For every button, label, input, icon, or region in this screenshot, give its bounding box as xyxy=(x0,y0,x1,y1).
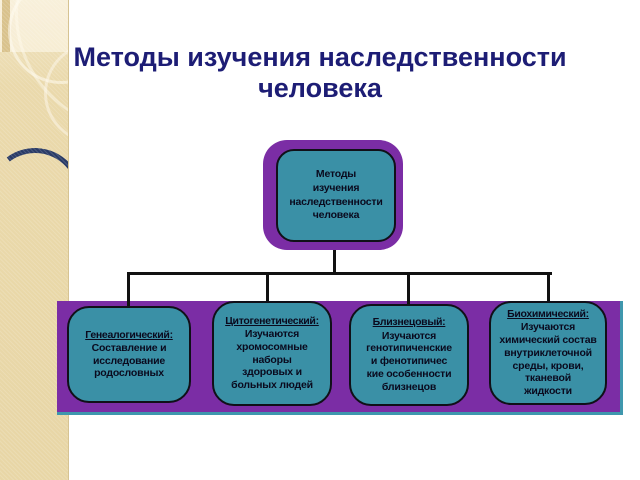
node-biochemical: Биохимический: Изучаются химический сост… xyxy=(489,301,607,405)
node-body: Изучаются химический состав внутриклеточ… xyxy=(499,321,597,398)
diagram-root-node-inner: Методы изучения наследственности человек… xyxy=(276,149,396,242)
node-heading: Цитогенетический: xyxy=(225,314,319,327)
node-cytogenetic: Цитогенетический: Изучаются хромосомные … xyxy=(212,301,332,406)
node-body: Составление и исследование родословных xyxy=(91,341,167,380)
diagram-root-text: Методы изучения наследственности человек… xyxy=(289,168,383,222)
slide-title: Методы изучения наследственности человек… xyxy=(73,42,567,103)
diagram-root-node: Методы изучения наследственности человек… xyxy=(263,140,403,250)
node-heading: Генеалогический: xyxy=(85,328,173,341)
connector-drop-line xyxy=(407,272,410,308)
sidebar-decoration xyxy=(0,0,69,480)
node-heading: Близнецовый: xyxy=(372,316,446,329)
node-genealogical: Генеалогический: Составление и исследова… xyxy=(67,306,191,403)
node-body: Изучаются хромосомные наборы здоровых и … xyxy=(231,328,313,392)
connector-root-line xyxy=(333,248,336,274)
node-twin: Близнецовый: Изучаются генотипиченские и… xyxy=(349,304,469,406)
node-body: Изучаются генотипиченские и фенотипичес … xyxy=(366,329,452,393)
dark-arc-decoration-icon xyxy=(0,141,68,249)
node-heading: Биохимический: xyxy=(507,308,589,321)
connector-drop-line xyxy=(266,272,269,308)
connector-drop-line xyxy=(127,272,130,308)
connector-drop-line xyxy=(547,272,550,308)
connector-horizontal-line xyxy=(127,272,552,275)
